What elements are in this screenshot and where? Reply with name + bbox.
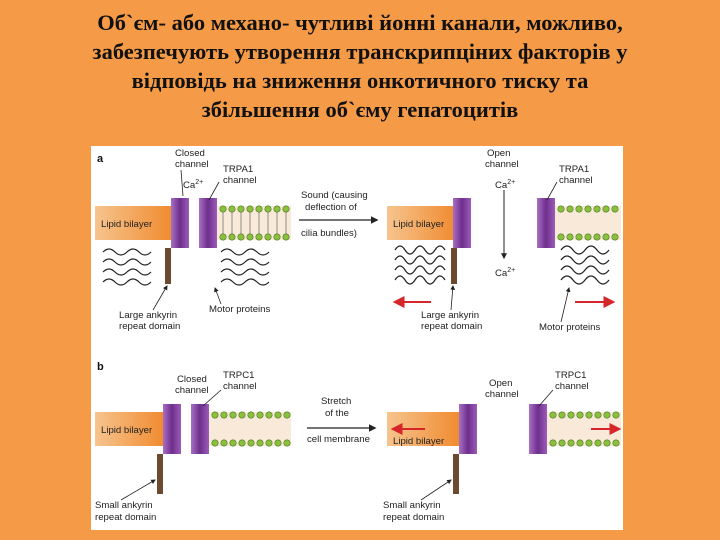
channel-subunit xyxy=(537,198,555,248)
ankyrin-rod xyxy=(451,248,457,284)
calcium-label: Ca2+ xyxy=(495,267,515,279)
trpa1-label: channel xyxy=(223,175,257,186)
leader-arrow xyxy=(561,288,569,322)
leader-arrow xyxy=(215,288,221,304)
channel-subunit xyxy=(529,404,547,454)
panel-a-closed-membrane xyxy=(95,198,291,285)
open-channel-label: Open xyxy=(487,148,510,159)
stretch-label: Stretch xyxy=(321,396,351,407)
cilia-waves xyxy=(103,249,269,285)
trpa1-label: TRPA1 xyxy=(223,164,253,175)
channel-subunit xyxy=(171,198,189,248)
trpa1-label: TRPA1 xyxy=(559,164,589,175)
title-line: збільшення об`єму гепатоцитів xyxy=(10,95,710,124)
channel-subunit xyxy=(199,198,217,248)
sound-label: deflection of xyxy=(305,202,357,213)
closed-channel-label: channel xyxy=(175,385,209,396)
open-channel-label: channel xyxy=(485,159,519,170)
lipid-bilayer-label: Lipid bilayer xyxy=(101,425,153,436)
ankyrin-rod xyxy=(453,454,459,494)
leader-line xyxy=(209,182,219,200)
ankyrin-label: Large ankyrin xyxy=(421,310,479,321)
leader-line xyxy=(539,390,553,406)
slide-title: Об`єм- або механо- чутливі йонні канали,… xyxy=(10,8,710,124)
closed-channel-label: channel xyxy=(175,159,209,170)
ion-channel-figure: a Lipid bilayer Closed chan xyxy=(91,146,623,530)
panel-b-closed-membrane xyxy=(95,404,291,494)
calcium-label: Ca2+ xyxy=(183,179,203,191)
leader-arrow xyxy=(421,480,451,500)
channel-subunit xyxy=(163,404,181,454)
calcium-label: Ca2+ xyxy=(495,179,515,191)
ankyrin-label: Small ankyrin xyxy=(383,500,441,511)
panel-a-open-membrane xyxy=(387,190,621,302)
trpc1-label: TRPC1 xyxy=(555,370,586,381)
title-line: забезпечують утворення транскрипціних фа… xyxy=(10,37,710,66)
ankyrin-label: repeat domain xyxy=(421,321,482,332)
leader-arrow xyxy=(153,286,167,310)
stretch-label: of the xyxy=(325,408,349,419)
panel-b-open-membrane xyxy=(387,404,621,494)
leader-arrow xyxy=(451,286,453,310)
ankyrin-label: repeat domain xyxy=(119,321,180,332)
motor-proteins-label: Motor proteins xyxy=(209,304,271,315)
sound-label: Sound (causing xyxy=(301,190,368,201)
leader-arrow xyxy=(121,480,155,500)
channel-subunit xyxy=(459,404,477,454)
channel-subunit xyxy=(191,404,209,454)
sound-label: cilia bundles) xyxy=(301,228,357,239)
ankyrin-rod xyxy=(157,454,163,494)
ankyrin-rod xyxy=(165,248,171,284)
open-channel-label: channel xyxy=(485,389,519,400)
ankyrin-label: Small ankyrin xyxy=(95,500,153,511)
closed-channel-label: Closed xyxy=(177,374,207,385)
leader-line xyxy=(547,182,557,200)
panel-a-letter: a xyxy=(97,153,104,165)
panel-b-letter: b xyxy=(97,361,104,373)
closed-channel-label: Closed xyxy=(175,148,205,159)
lipid-tails xyxy=(217,206,291,240)
lipid-bilayer-label: Lipid bilayer xyxy=(101,219,153,230)
trpc1-label: TRPC1 xyxy=(223,370,254,381)
trpc1-label: channel xyxy=(555,381,589,392)
ankyrin-label: repeat domain xyxy=(383,512,444,523)
trpa1-label: channel xyxy=(559,175,593,186)
channel-subunit xyxy=(453,198,471,248)
trpc1-label: channel xyxy=(223,381,257,392)
ankyrin-label: repeat domain xyxy=(95,512,156,523)
ankyrin-label: Large ankyrin xyxy=(119,310,177,321)
title-line: Об`єм- або механо- чутливі йонні канали,… xyxy=(10,8,710,37)
motor-proteins-label: Motor proteins xyxy=(539,322,601,333)
lipid-bilayer-label: Lipid bilayer xyxy=(393,219,445,230)
stretch-label: cell membrane xyxy=(307,434,370,445)
lipid-bilayer-label: Lipid bilayer xyxy=(393,436,445,447)
open-channel-label: Open xyxy=(489,378,512,389)
title-line: відповідь на зниження онкотичного тиску … xyxy=(10,66,710,95)
